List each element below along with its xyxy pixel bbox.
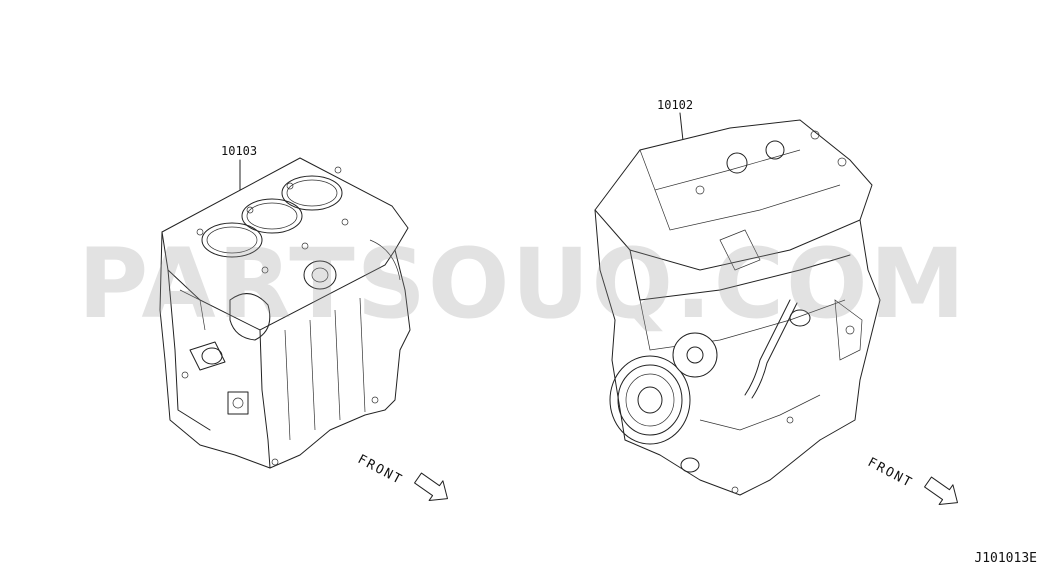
engine-assembly-drawing[interactable] (594, 112, 881, 496)
drawing-code: J101013E (974, 551, 1037, 566)
callout-engine-assembly[interactable]: 10102 (657, 98, 694, 112)
short-block-drawing[interactable] (159, 157, 411, 469)
callout-short-block[interactable]: 10103 (221, 144, 258, 158)
front-arrow-icon (924, 476, 958, 505)
front-arrow-icon (414, 472, 448, 501)
